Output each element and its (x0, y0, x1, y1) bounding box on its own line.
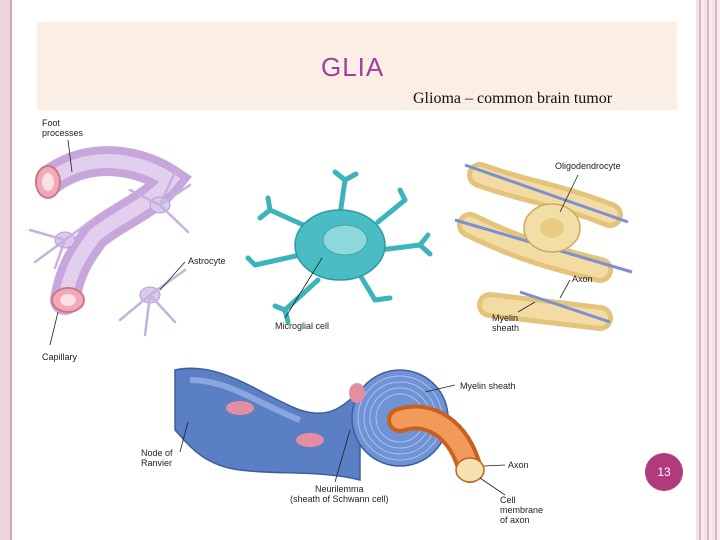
label-axon-top: Axon (572, 274, 593, 284)
label-neurilemma: Neurilemma (sheath of Schwann cell) (290, 484, 389, 504)
label-astrocyte: Astrocyte (188, 256, 226, 266)
astrocyte-illustration (28, 139, 192, 346)
oligodendrocyte-illustration (454, 162, 633, 331)
label-node-line2: Ranvier (141, 458, 173, 468)
slide-title: GLIA (321, 52, 385, 82)
label-capillary: Capillary (42, 352, 78, 362)
right-border-decoration (696, 0, 720, 540)
schwann-cell-illustration (174, 367, 506, 496)
label-axon-bottom: Axon (508, 460, 529, 470)
label-cell-membrane-line3: of axon (500, 515, 530, 525)
microglial-cell-illustration (245, 169, 433, 325)
label-neurilemma-line1: Neurilemma (315, 484, 364, 494)
header-panel (37, 22, 677, 110)
label-node-line1: Node of (141, 448, 173, 458)
label-neurilemma-line2: (sheath of Schwann cell) (290, 494, 389, 504)
label-cell-membrane-line2: membrane (500, 505, 544, 515)
label-node-of-ranvier: Node of Ranvier (141, 448, 173, 468)
label-myelin-line1: Myelin (492, 313, 519, 323)
label-myelin-sheath-bottom: Myelin sheath (460, 381, 516, 391)
slide-subtitle: Glioma – common brain tumor (413, 90, 613, 107)
label-foot-processes-line1: Foot (42, 118, 61, 128)
left-border-decoration (0, 0, 12, 540)
label-myelin-sheath-top: Myelin sheath (492, 313, 519, 333)
label-cell-membrane: Cell membrane of axon (500, 495, 543, 525)
page-number-badge: 13 (645, 453, 683, 491)
label-microglial-cell: Microglial cell (275, 321, 330, 331)
label-foot-processes: Foot processes (42, 118, 83, 138)
label-foot-processes-line2: processes (42, 128, 84, 138)
label-cell-membrane-line1: Cell (500, 495, 516, 505)
label-myelin-line2: sheath (492, 323, 520, 333)
label-oligodendrocyte: Oligodendrocyte (555, 161, 621, 171)
